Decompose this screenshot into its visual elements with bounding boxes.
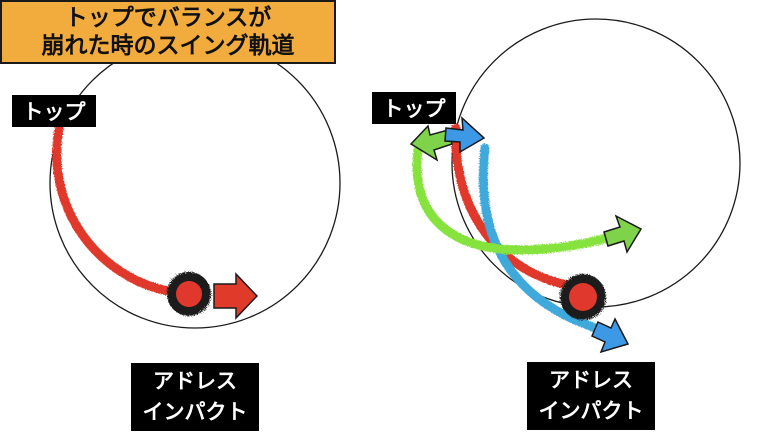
green-arrow-downswing xyxy=(603,214,643,254)
left-ball-core xyxy=(176,281,202,307)
left-red-arrow xyxy=(213,272,259,320)
left-top-label-text: トップ xyxy=(22,100,86,124)
title-line-2: 崩れた時のスイング軌道 xyxy=(41,33,295,59)
right-top-label: トップ xyxy=(372,92,456,124)
blue-arrow-downswing xyxy=(591,317,630,354)
left-red-swing-path xyxy=(52,119,185,298)
left-top-label: トップ xyxy=(12,95,96,127)
title-banner: トップでバランスが 崩れた時のスイング軌道 xyxy=(0,0,336,64)
right-address-line-1: アドレス xyxy=(549,368,633,392)
right-ball-core xyxy=(569,283,597,311)
left-address-line-2: インパクト xyxy=(142,400,248,424)
right-address-line-2: インパクト xyxy=(538,399,644,423)
left-address-line-1: アドレス xyxy=(153,369,237,393)
right-green-swing-path xyxy=(412,145,620,255)
right-red-swing-path xyxy=(451,123,573,290)
right-address-label: アドレス インパクト xyxy=(527,362,655,430)
left-address-label: アドレス インパクト xyxy=(131,363,259,431)
right-swing-circle xyxy=(451,18,741,308)
blue-arrow-backswing xyxy=(444,116,486,154)
title-line-1: トップでバランスが xyxy=(64,5,272,31)
right-top-label-text: トップ xyxy=(382,97,446,121)
